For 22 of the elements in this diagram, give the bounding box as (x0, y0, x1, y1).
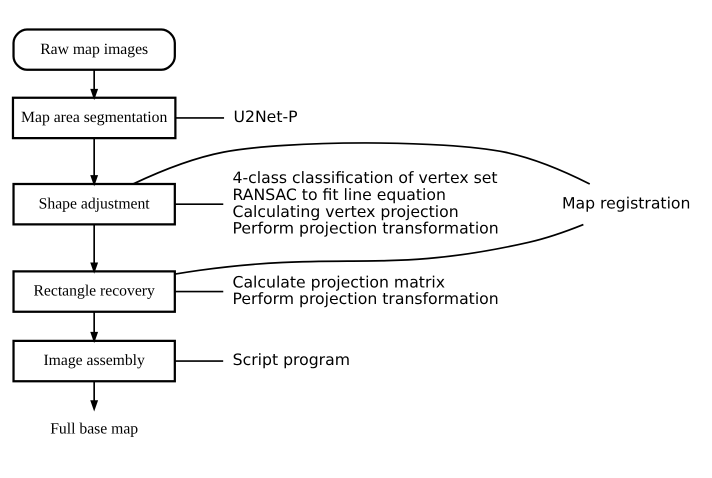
connector (176, 116, 224, 118)
arrow (90, 138, 98, 186)
node-text: Map registration (562, 192, 690, 212)
arrow (90, 311, 98, 343)
connector (175, 360, 224, 362)
arrow (90, 69, 98, 100)
node-text: Calculate projection matrix Perform projection transformation (232, 272, 499, 308)
node-box: Rectangle recovery (12, 270, 176, 312)
node-box: Shape adjustment (12, 182, 176, 225)
node-box: Map area segmentation (12, 96, 176, 139)
node-box: Raw map images (12, 28, 176, 70)
node-text: Script program (232, 350, 350, 369)
connector (174, 290, 224, 292)
node-text: Full base map (50, 420, 138, 437)
node-text: U2Net-P (234, 106, 298, 126)
connector (174, 223, 584, 274)
connector (174, 202, 224, 205)
arrow (90, 380, 98, 411)
connector (132, 142, 590, 184)
node-text: 4-class classification of vertex set RANSAC to fit line equation Calculating vertex projection Perform projection transformation (232, 168, 499, 238)
arrow (90, 224, 98, 274)
node-box: Image assembly (12, 339, 176, 382)
